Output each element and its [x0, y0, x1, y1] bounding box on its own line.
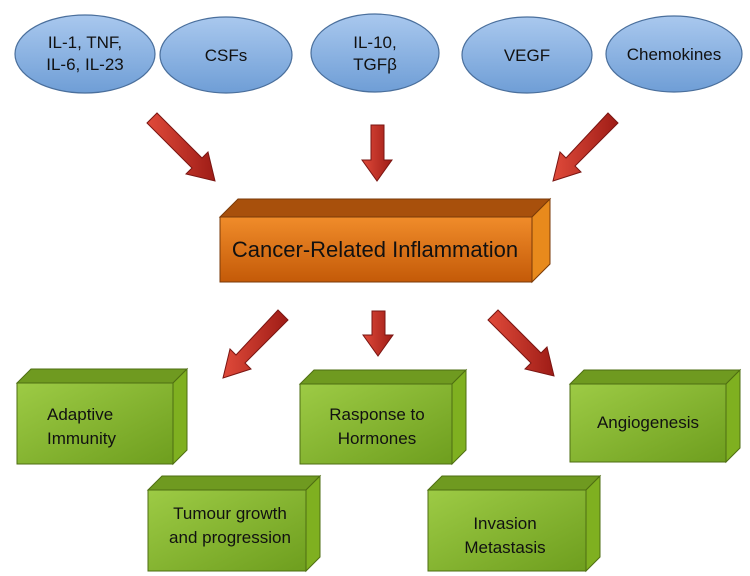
input-label-line: IL-10, — [353, 33, 396, 52]
outcome-label-line: and progression — [169, 528, 291, 547]
arrow-center-to-hormones — [362, 310, 394, 357]
input-label-line: VEGF — [504, 46, 550, 65]
outcome-label-line: Tumour growth — [173, 504, 287, 523]
center-label: Cancer-Related Inflammation — [232, 237, 518, 262]
outcome-label-line: Immunity — [47, 429, 116, 448]
arrow-il10-to-center — [361, 124, 393, 182]
input-label-line: IL-6, IL-23 — [46, 55, 124, 74]
outcome-label-line: Hormones — [338, 429, 416, 448]
outcome-box-response-to-hormones: Rasponse to Hormones — [298, 368, 468, 466]
outcome-label-line: Adaptive — [47, 405, 113, 424]
input-label-line: CSFs — [205, 46, 248, 65]
outcome-box-angiogenesis: Angiogenesis — [568, 368, 742, 464]
input-label-line: TGFβ — [353, 55, 397, 74]
input-ellipse-vegf: VEGF — [461, 16, 593, 94]
arrow-chemokines-to-center — [552, 112, 619, 182]
outcome-label-line: Invasion — [473, 514, 536, 533]
input-ellipse-il10-tgfb: IL-10, TGFβ — [310, 13, 440, 93]
input-ellipse-chemokines: Chemokines — [605, 15, 743, 93]
input-ellipse-csfs: CSFs — [159, 16, 293, 94]
outcome-label-line: Angiogenesis — [597, 413, 699, 432]
arrow-il1-to-center — [146, 112, 216, 182]
input-ellipse-il1-tnf: IL-1, TNF, IL-6, IL-23 — [14, 14, 156, 94]
outcome-label-line: Rasponse to — [329, 405, 424, 424]
outcome-label-line: Metastasis — [464, 538, 545, 557]
center-box-cancer-related-inflammation: Cancer-Related Inflammation — [218, 197, 552, 284]
input-label-line: IL-1, TNF, — [48, 33, 122, 52]
outcome-box-adaptive-immunity: Adaptive Immunity — [15, 367, 189, 466]
arrow-center-to-adaptive — [222, 309, 289, 379]
arrow-center-to-angiogenesis — [487, 309, 555, 377]
outcome-box-invasion-metastasis: Invasion Metastasis — [426, 474, 602, 573]
input-label-line: Chemokines — [627, 45, 722, 64]
outcome-box-tumour-growth: Tumour growth and progression — [146, 474, 322, 573]
